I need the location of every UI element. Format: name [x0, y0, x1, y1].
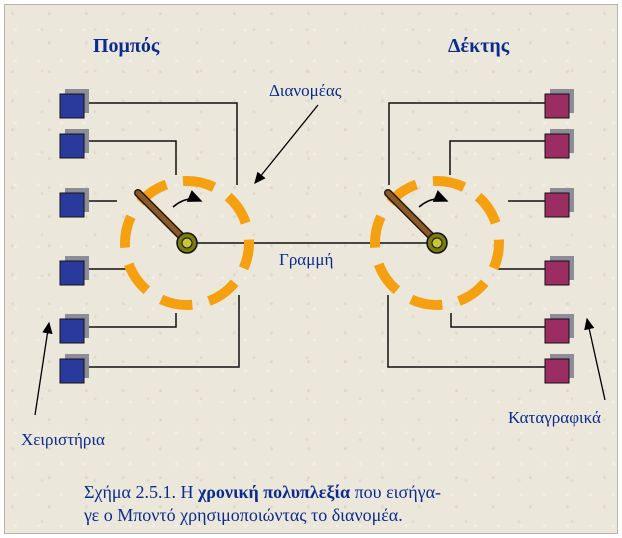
caption-line1-suffix: που εισήγα- — [350, 482, 441, 502]
recorders-label: Καταγραφικά — [508, 408, 601, 427]
rotation-arrow-icon — [172, 190, 203, 208]
transmitter-title: Πομπός — [93, 35, 160, 57]
recorder-box — [544, 354, 574, 384]
rotation-arrow-icon — [418, 190, 449, 208]
switch-box — [59, 89, 89, 119]
caption-emphasis: χρονική πολυπλεξία — [197, 482, 351, 502]
switches-pointer-arrow — [34, 321, 53, 416]
distributor-label: Διανομέας — [269, 81, 342, 100]
recorders-pointer-arrow — [584, 317, 606, 401]
transmitter-distributor-ring — [120, 176, 254, 310]
switch-box — [59, 256, 89, 286]
transmitter-switches — [59, 89, 89, 384]
caption-prefix: Σχήμα 2.5.1. Η — [84, 482, 198, 502]
line-label: Γραμμή — [279, 250, 334, 269]
recorder-box — [544, 314, 574, 344]
transmitter-wires — [81, 102, 437, 368]
recorder-box — [544, 129, 574, 159]
receiver-title: Δέκτης — [448, 35, 510, 57]
figure-caption: Σχήμα 2.5.1. Η χρονική πολυπλεξία που ει… — [84, 481, 604, 527]
distributor-pointer-arrow — [254, 104, 319, 185]
switch-box — [59, 314, 89, 344]
receiver-distributor-ring — [370, 176, 504, 310]
receiver-wires — [387, 102, 550, 368]
switch-box — [59, 188, 89, 218]
caption-line2: γε ο Μποντό χρησιμοποιώντας το διανομέα. — [84, 505, 403, 525]
switch-box — [59, 354, 89, 384]
recorder-box — [544, 188, 574, 218]
switch-box — [59, 129, 89, 159]
recorder-box — [544, 89, 574, 119]
multiplexing-diagram — [34, 89, 606, 416]
receiver-recorders — [544, 89, 574, 384]
switches-label: Χειριστήρια — [21, 430, 105, 449]
diagram-panel: Πομπός Δέκτης Διανομέας Γραμμή Χειριστήρ… — [4, 4, 618, 534]
recorder-box — [544, 256, 574, 286]
